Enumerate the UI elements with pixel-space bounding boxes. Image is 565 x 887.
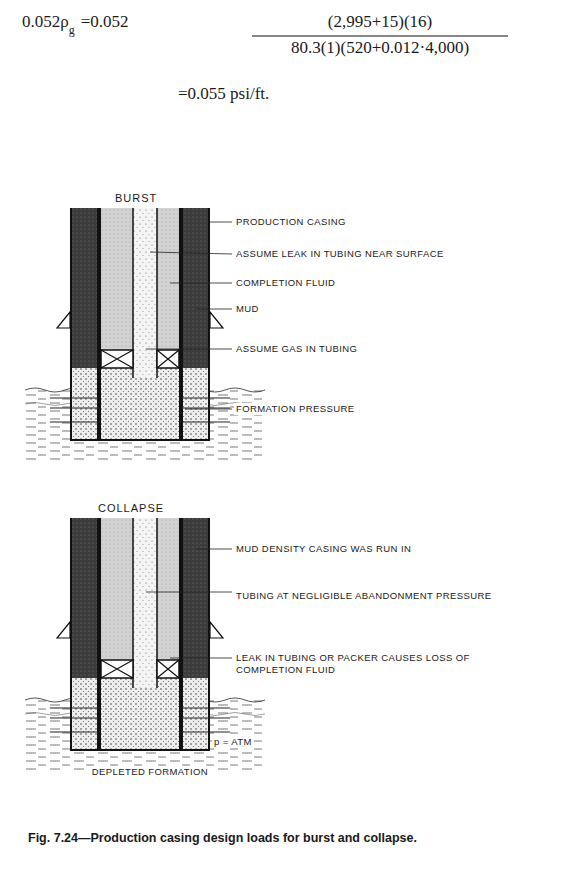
figure-heading: COLLAPSE — [98, 502, 164, 514]
callout-label: p = ATM — [212, 736, 254, 748]
equation-result: =0.055 psi/ft. — [178, 84, 269, 104]
callout-label: MUD DENSITY CASING WAS RUN IN — [236, 543, 411, 555]
figure-heading: BURST — [115, 192, 157, 204]
burst-well-drawing — [25, 208, 265, 460]
figure-caption: Fig. 7.24—Production casing design loads… — [28, 832, 417, 844]
equation-term: 0.052ρ — [22, 12, 69, 32]
numerator: (2,995+15)(16) — [328, 12, 432, 32]
callout-label: COMPLETION FLUID — [236, 277, 335, 289]
fraction-bar — [252, 36, 508, 37]
callout-label: MUD — [236, 303, 259, 315]
leader-lines — [146, 222, 232, 658]
callout-label: FORMATION PRESSURE — [234, 403, 356, 415]
callout-label: ASSUME LEAK IN TUBING NEAR SURFACE — [236, 248, 444, 260]
callout-label: TUBING AT NEGLIGIBLE ABANDONMENT PRESSUR… — [236, 590, 516, 602]
subscript: g — [69, 20, 75, 40]
callout-label: LEAK IN TUBING OR PACKER CAUSES LOSS OF … — [236, 652, 516, 676]
denominator: 80.3(1)(520+0.012·4,000) — [291, 38, 469, 58]
collapse-well-drawing — [25, 518, 265, 770]
callout-label: PRODUCTION CASING — [236, 216, 346, 228]
callout-label: DEPLETED FORMATION — [90, 766, 210, 778]
equation-term: =0.052 — [81, 12, 129, 32]
callout-label: ASSUME GAS IN TUBING — [236, 343, 357, 355]
